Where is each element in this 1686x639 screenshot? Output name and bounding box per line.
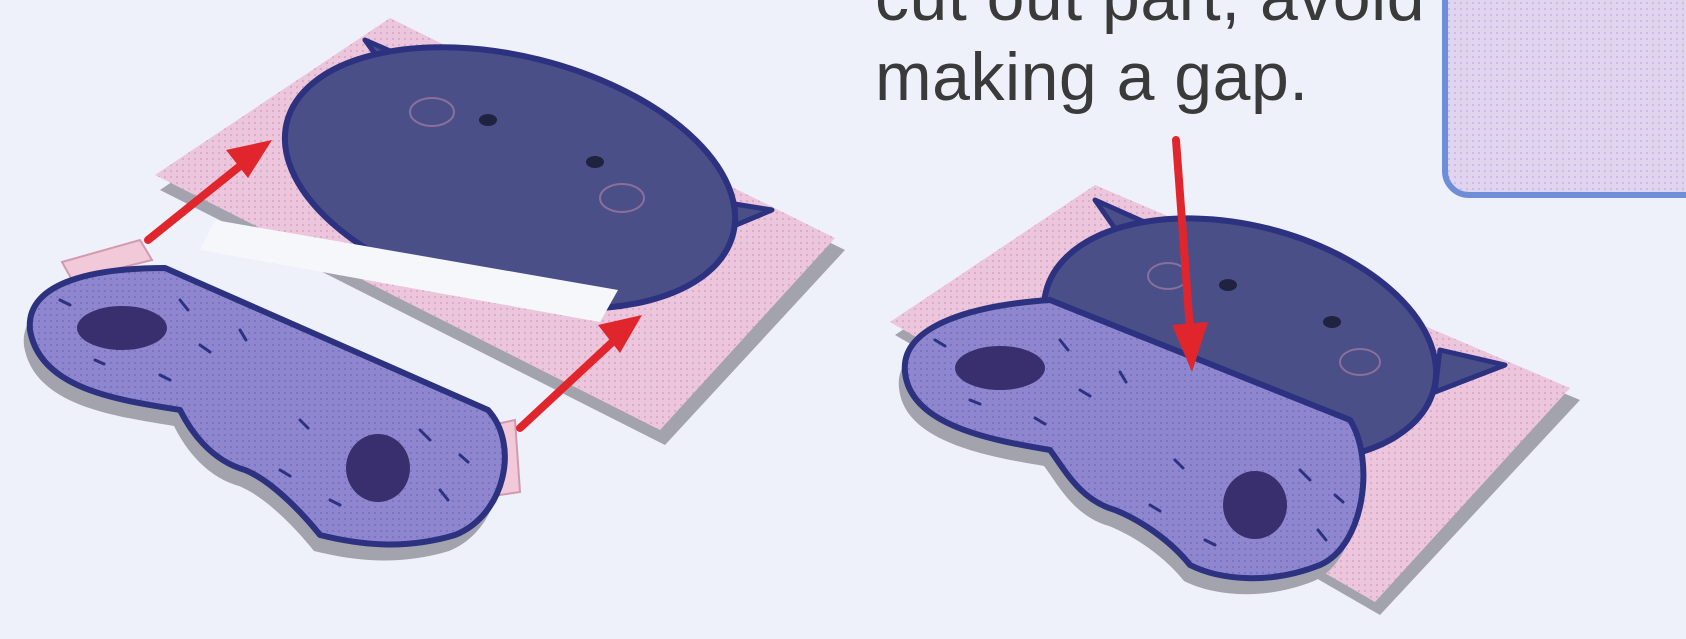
instruction-text-line-2: making a gap. [875,40,1309,114]
right-eye-2 [1323,316,1341,328]
side-panel [1445,0,1686,195]
left-nostril-1 [77,306,167,350]
right-eye-1 [1219,279,1237,291]
instruction-text-line-1: cut out part, avoid [875,0,1425,34]
right-figure [890,140,1580,615]
left-eye-1 [479,114,497,126]
left-eye-2 [586,156,604,168]
left-figure [24,4,845,560]
right-nostril-2 [1223,471,1287,539]
right-nostril-1 [955,346,1045,390]
left-nostril-2 [346,434,410,502]
